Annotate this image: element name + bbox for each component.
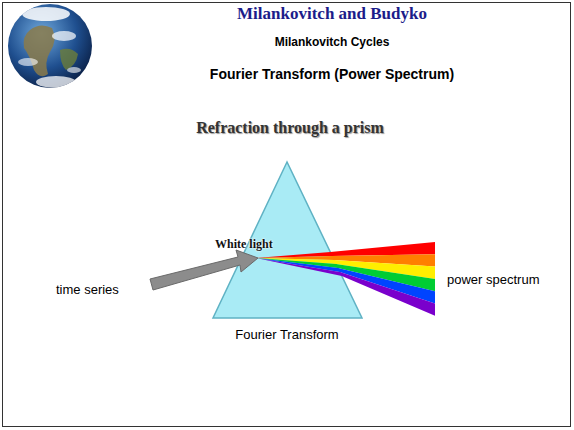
beam-label: White light [215, 238, 273, 252]
subtitle: Milankovitch Cycles [275, 36, 390, 50]
white-light-beam [150, 250, 258, 290]
section-heading: Fourier Transform (Power Spectrum) [210, 66, 454, 82]
figure-heading: Refraction through a prism [196, 119, 384, 137]
input-label: time series [56, 283, 119, 298]
spectrum-band [256, 258, 435, 316]
prism-label: Fourier Transform [235, 328, 338, 343]
output-label: power spectrum [447, 273, 539, 288]
prism [213, 162, 362, 318]
spectrum-bands [256, 242, 435, 316]
slide-title: Milankovitch and Budyko [237, 4, 427, 24]
slide-frame [3, 3, 571, 427]
earth-image [8, 4, 92, 88]
